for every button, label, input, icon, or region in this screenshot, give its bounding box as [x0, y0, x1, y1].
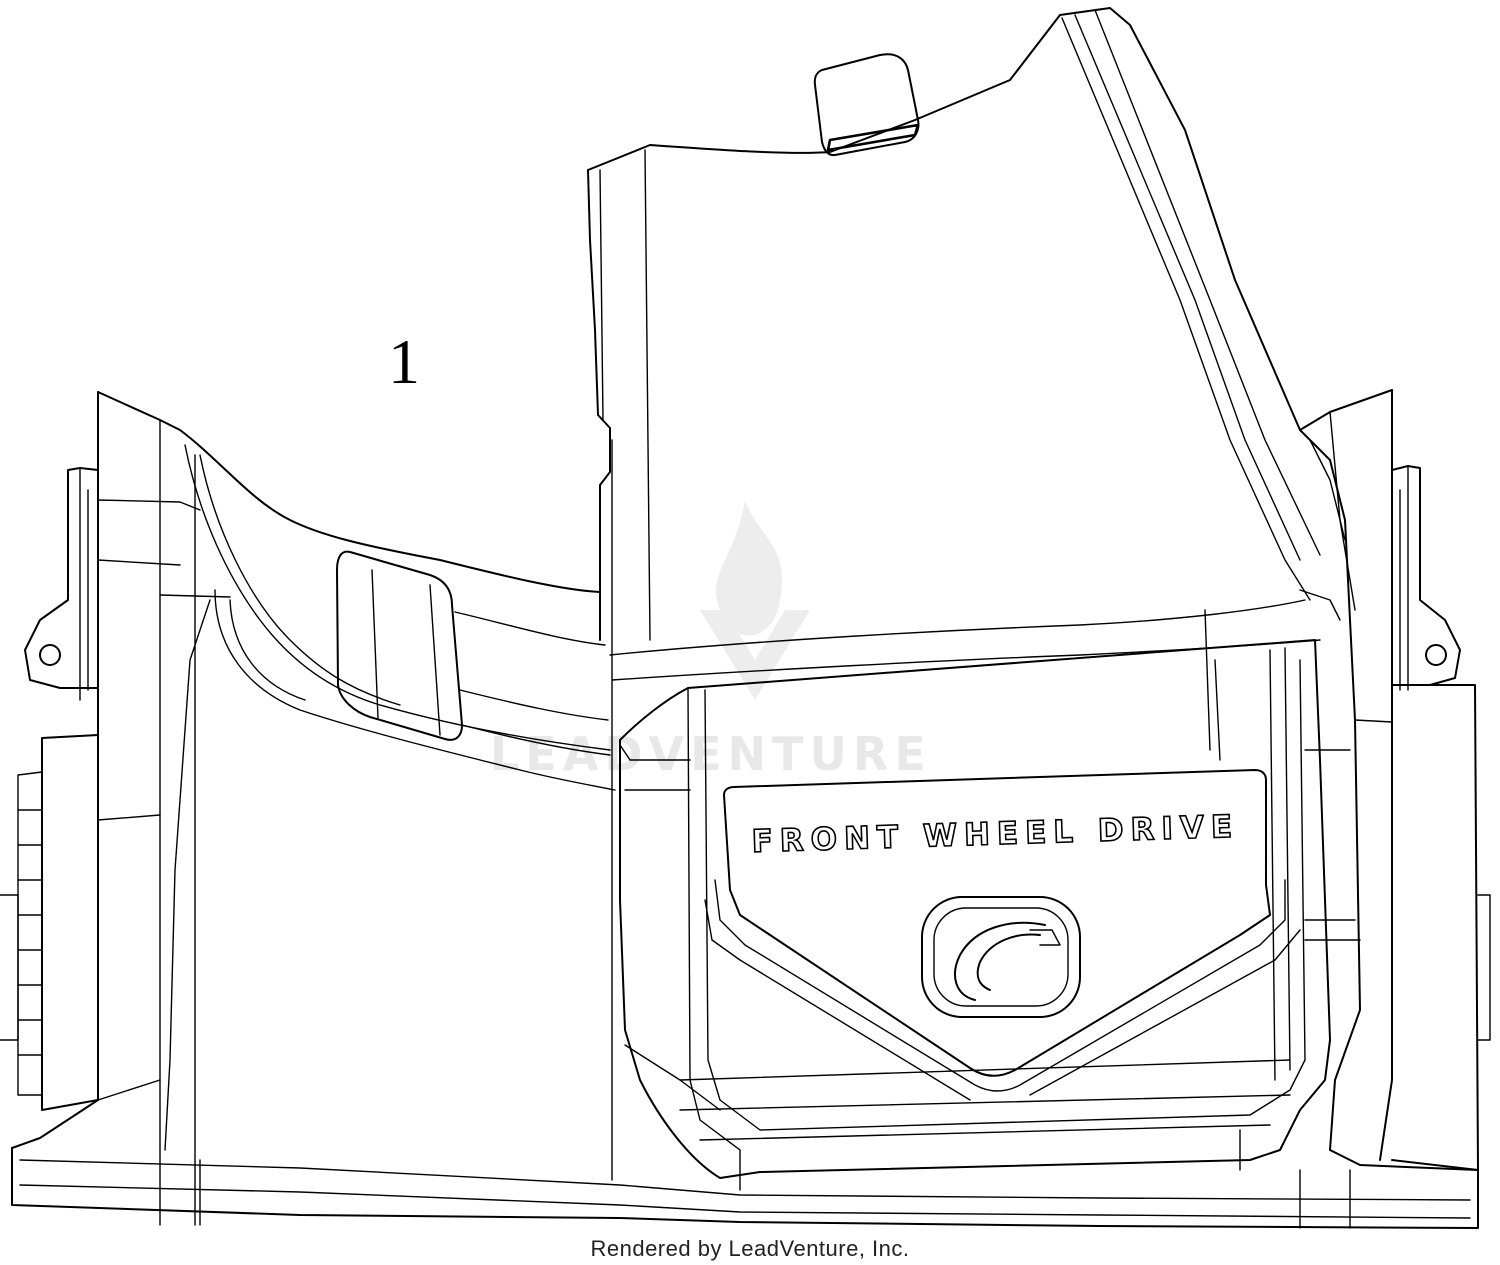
left-side-panel — [11, 391, 616, 1226]
footer-credit: Rendered by LeadVenture, Inc. — [590, 1236, 910, 1261]
decal-shield — [704, 769, 1301, 1101]
decal-front-wheel-drive-text: FRONT WHEEL DRIVE — [751, 809, 1240, 860]
left-ramp-bands — [454, 611, 611, 756]
right-side-panel — [1299, 389, 1393, 1161]
left-pad — [336, 550, 463, 741]
center-upright — [587, 7, 1361, 1181]
watermark-text: LEADVENTURE — [490, 727, 932, 781]
watermark-logo: LEADVENTURE — [490, 500, 932, 781]
brand-logo-icon — [921, 896, 1081, 1018]
top-tab — [813, 53, 920, 157]
right-connector-block — [1391, 684, 1491, 1171]
callout-part-1: 1 — [388, 326, 420, 397]
left-mounting-tab — [24, 467, 99, 701]
right-mounting-tab — [1391, 465, 1461, 691]
front-panel-frame — [619, 639, 1361, 1191]
left-connector-block — [0, 734, 99, 1111]
base-bumper — [11, 1147, 1479, 1229]
